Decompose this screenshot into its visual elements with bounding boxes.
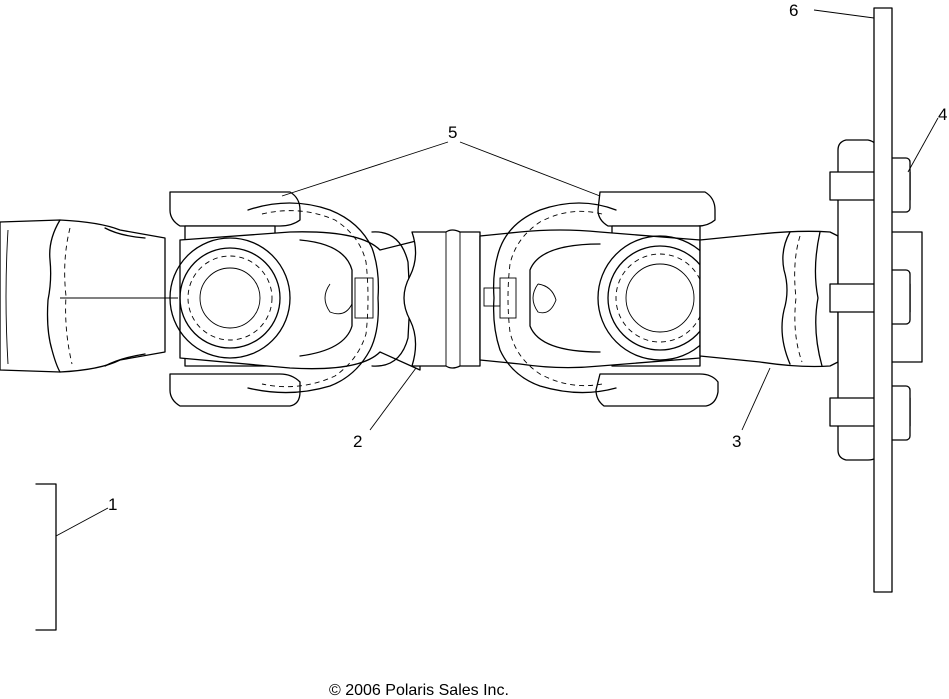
leader-lines <box>55 9 939 537</box>
callout-1: 1 <box>108 495 117 514</box>
copyright-text: © 2006 Polaris Sales Inc. <box>329 682 509 699</box>
right-shaft-tube <box>699 230 839 368</box>
callout-3: 3 <box>732 432 741 451</box>
left-shaft-tube <box>0 219 178 373</box>
callout-4: 4 <box>938 105 947 124</box>
mounting-plate <box>873 7 893 593</box>
middle-shaft <box>403 229 481 369</box>
output-flange <box>829 139 923 461</box>
bolt-bottom <box>829 385 911 441</box>
left-u-joint <box>169 191 421 407</box>
callout-2: 2 <box>353 432 362 451</box>
callout-6: 6 <box>789 1 798 20</box>
callout-5: 5 <box>448 123 457 142</box>
assembly-bracket <box>35 483 57 631</box>
right-u-joint <box>479 191 723 407</box>
